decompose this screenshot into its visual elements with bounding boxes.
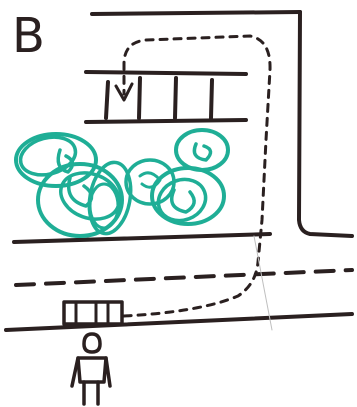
tree-4 (126, 160, 174, 204)
panel-label: B (12, 8, 45, 64)
tree-1 (16, 131, 96, 186)
tree-5 (152, 168, 224, 227)
route-path (124, 36, 270, 316)
person-icon (72, 334, 110, 404)
road-bottom-edge (6, 314, 352, 330)
building-right-edge (299, 12, 352, 236)
building-top-edge (92, 12, 300, 14)
parking-stall-3 (175, 78, 176, 118)
parking-top-line (86, 72, 246, 74)
parking-stall-1 (106, 82, 108, 118)
tree-6 (176, 130, 228, 170)
lot-bottom-edge (14, 234, 270, 242)
road-center-dashes (16, 270, 352, 285)
parking-stall-4 (211, 80, 212, 118)
parking-bottom-line (86, 120, 246, 122)
parking-stall-2 (139, 78, 140, 118)
crosswalk-marker (64, 302, 122, 324)
guide-line (254, 236, 272, 330)
